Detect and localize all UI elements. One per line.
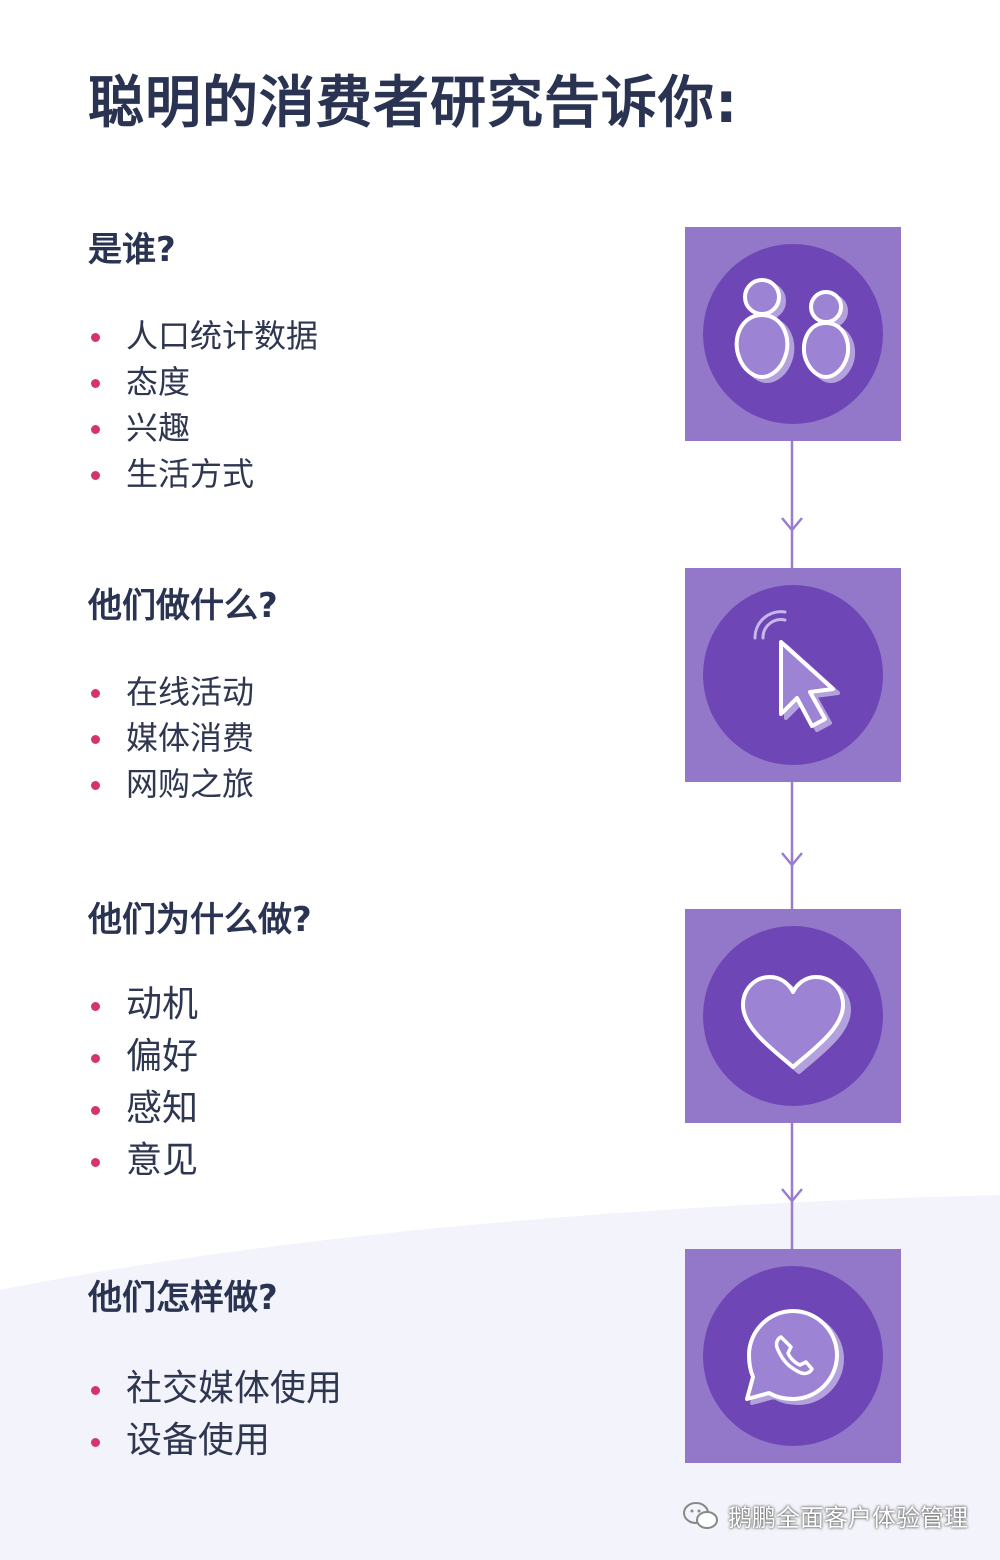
bullet-list: 动机 偏好 感知 意见: [88, 979, 312, 1187]
bullet-list: 社交媒体使用 设备使用: [88, 1363, 342, 1467]
wechat-icon: [683, 1501, 718, 1529]
list-item: 社交媒体使用: [88, 1363, 342, 1415]
list-item: 偏好: [88, 1031, 312, 1083]
section-heading: 他们做什么?: [88, 586, 278, 626]
heart-icon: [703, 926, 883, 1106]
list-item: 动机: [88, 979, 312, 1031]
list-item: 人口统计数据: [88, 313, 318, 359]
list-item: 设备使用: [88, 1415, 342, 1467]
section-heading: 他们怎样做?: [88, 1278, 278, 1318]
list-item: 媒体消费: [88, 715, 278, 761]
people-icon: [703, 244, 883, 424]
heart-icon-box: [685, 909, 901, 1123]
section-what: 他们做什么? 在线活动 媒体消费 网购之旅: [88, 578, 278, 807]
cursor-icon: [703, 585, 883, 765]
chat-phone-icon: [703, 1266, 883, 1446]
bullet-list: 人口统计数据 态度 兴趣 生活方式: [88, 313, 318, 497]
list-item: 意见: [88, 1135, 312, 1187]
page-title: 聪明的消费者研究告诉你:: [88, 71, 739, 136]
section-how: 他们怎样做? 社交媒体使用 设备使用: [88, 1270, 342, 1467]
list-item: 网购之旅: [88, 761, 278, 807]
section-heading: 是谁?: [88, 230, 176, 270]
people-icon-box: [685, 227, 901, 441]
cursor-icon-box: [685, 568, 901, 782]
watermark: 鹅鹏全面客户体验管理: [682, 1498, 968, 1533]
section-heading: 他们为什么做?: [88, 900, 312, 940]
list-item: 在线活动: [88, 669, 278, 715]
list-item: 感知: [88, 1083, 312, 1135]
list-item: 态度: [88, 359, 318, 405]
list-item: 生活方式: [88, 451, 318, 497]
chat-phone-icon-box: [685, 1249, 901, 1463]
bullet-list: 在线活动 媒体消费 网购之旅: [88, 669, 278, 807]
section-who: 是谁? 人口统计数据 态度 兴趣 生活方式: [88, 222, 318, 497]
section-why: 他们为什么做? 动机 偏好 感知 意见: [88, 892, 312, 1187]
watermark-text: 鹅鹏全面客户体验管理: [728, 1504, 968, 1532]
list-item: 兴趣: [88, 405, 318, 451]
